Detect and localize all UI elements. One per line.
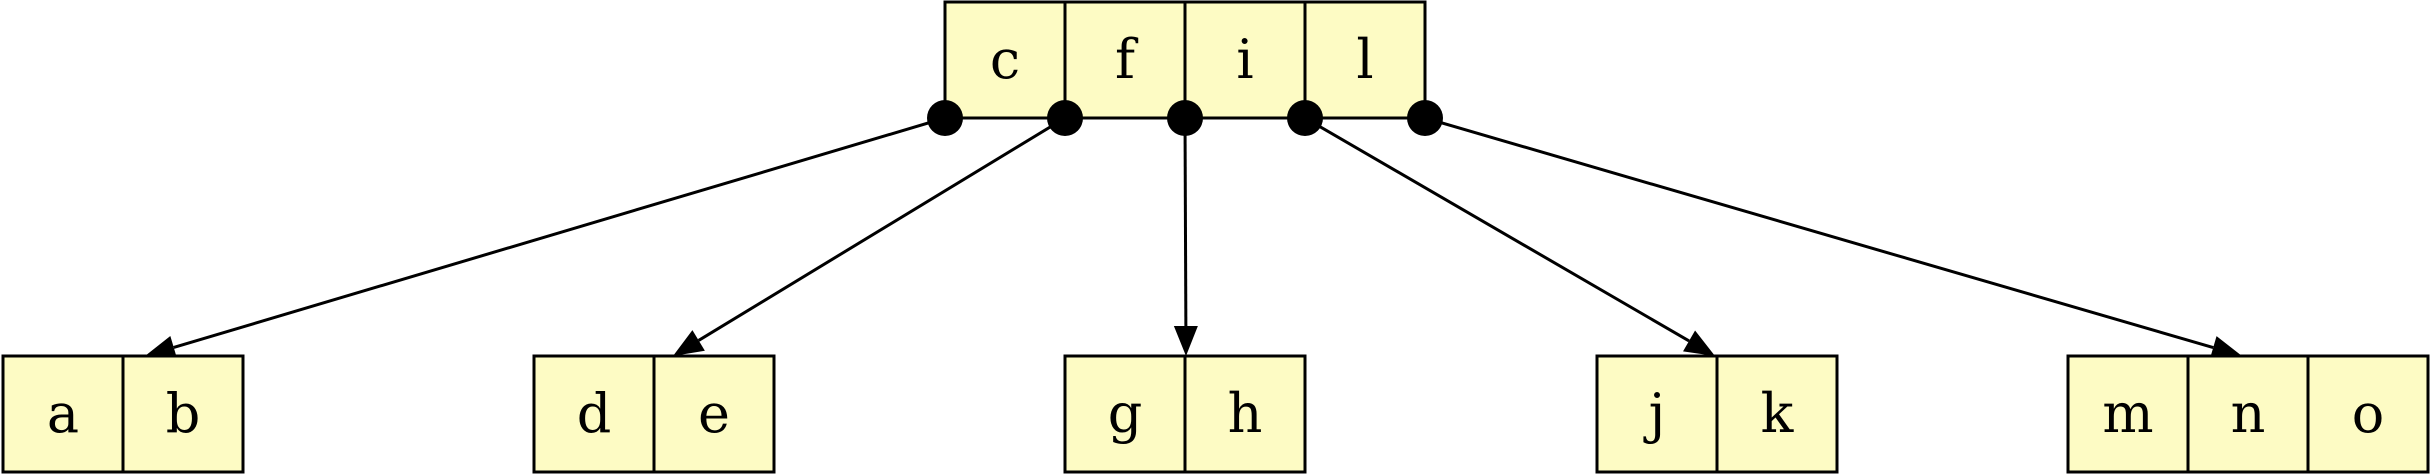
key-label-g: g xyxy=(1108,382,1143,445)
pointer-dot-1 xyxy=(1047,100,1083,136)
key-label-c: c xyxy=(990,28,1020,91)
arrowhead-ab xyxy=(145,335,178,359)
pointer-dot-4 xyxy=(1407,100,1443,136)
edge-to-mno xyxy=(1424,116,2214,350)
edge-to-gh xyxy=(1183,117,1188,327)
key-cell-l xyxy=(1303,0,1427,120)
key-label-o: o xyxy=(2352,382,2385,445)
key-label-b: b xyxy=(166,382,201,445)
key-label-m: m xyxy=(2102,382,2153,445)
key-cell-g xyxy=(1063,354,1187,474)
child-node-mno: m n o xyxy=(2066,354,2430,474)
arrowhead-de xyxy=(673,330,705,356)
arrowhead-gh xyxy=(1173,325,1198,356)
key-label-i: i xyxy=(1236,28,1253,91)
key-cell-j xyxy=(1595,354,1719,474)
key-label-h: h xyxy=(1228,382,1263,445)
key-cell-n xyxy=(2186,354,2310,474)
pointer-dot-2 xyxy=(1167,100,1203,136)
key-label-j: j xyxy=(1643,382,1666,445)
arrowhead-mno xyxy=(2209,336,2242,360)
key-cell-a xyxy=(1,354,125,474)
key-label-d: d xyxy=(577,382,612,445)
edge-to-jk xyxy=(1304,116,1690,343)
edge-to-ab xyxy=(173,116,946,349)
key-label-k: k xyxy=(1761,382,1795,445)
key-cell-b xyxy=(121,354,245,474)
edges xyxy=(145,116,2242,360)
arrowhead-jk xyxy=(1683,330,1715,356)
pointer-dot-3 xyxy=(1287,100,1323,136)
key-cell-d xyxy=(532,354,656,474)
key-cell-e xyxy=(652,354,776,474)
key-cell-m xyxy=(2066,354,2190,474)
pointer-dots xyxy=(927,100,1443,136)
edge-to-de xyxy=(697,116,1066,342)
key-cell-h xyxy=(1183,354,1307,474)
pointer-dot-0 xyxy=(927,100,963,136)
key-cell-o xyxy=(2306,354,2430,474)
key-label-n: n xyxy=(2231,382,2266,445)
key-label-e: e xyxy=(698,382,730,445)
key-cell-k xyxy=(1715,354,1839,474)
key-cell-i xyxy=(1183,0,1307,120)
key-label-l: l xyxy=(1356,28,1373,91)
key-label-a: a xyxy=(47,382,79,445)
